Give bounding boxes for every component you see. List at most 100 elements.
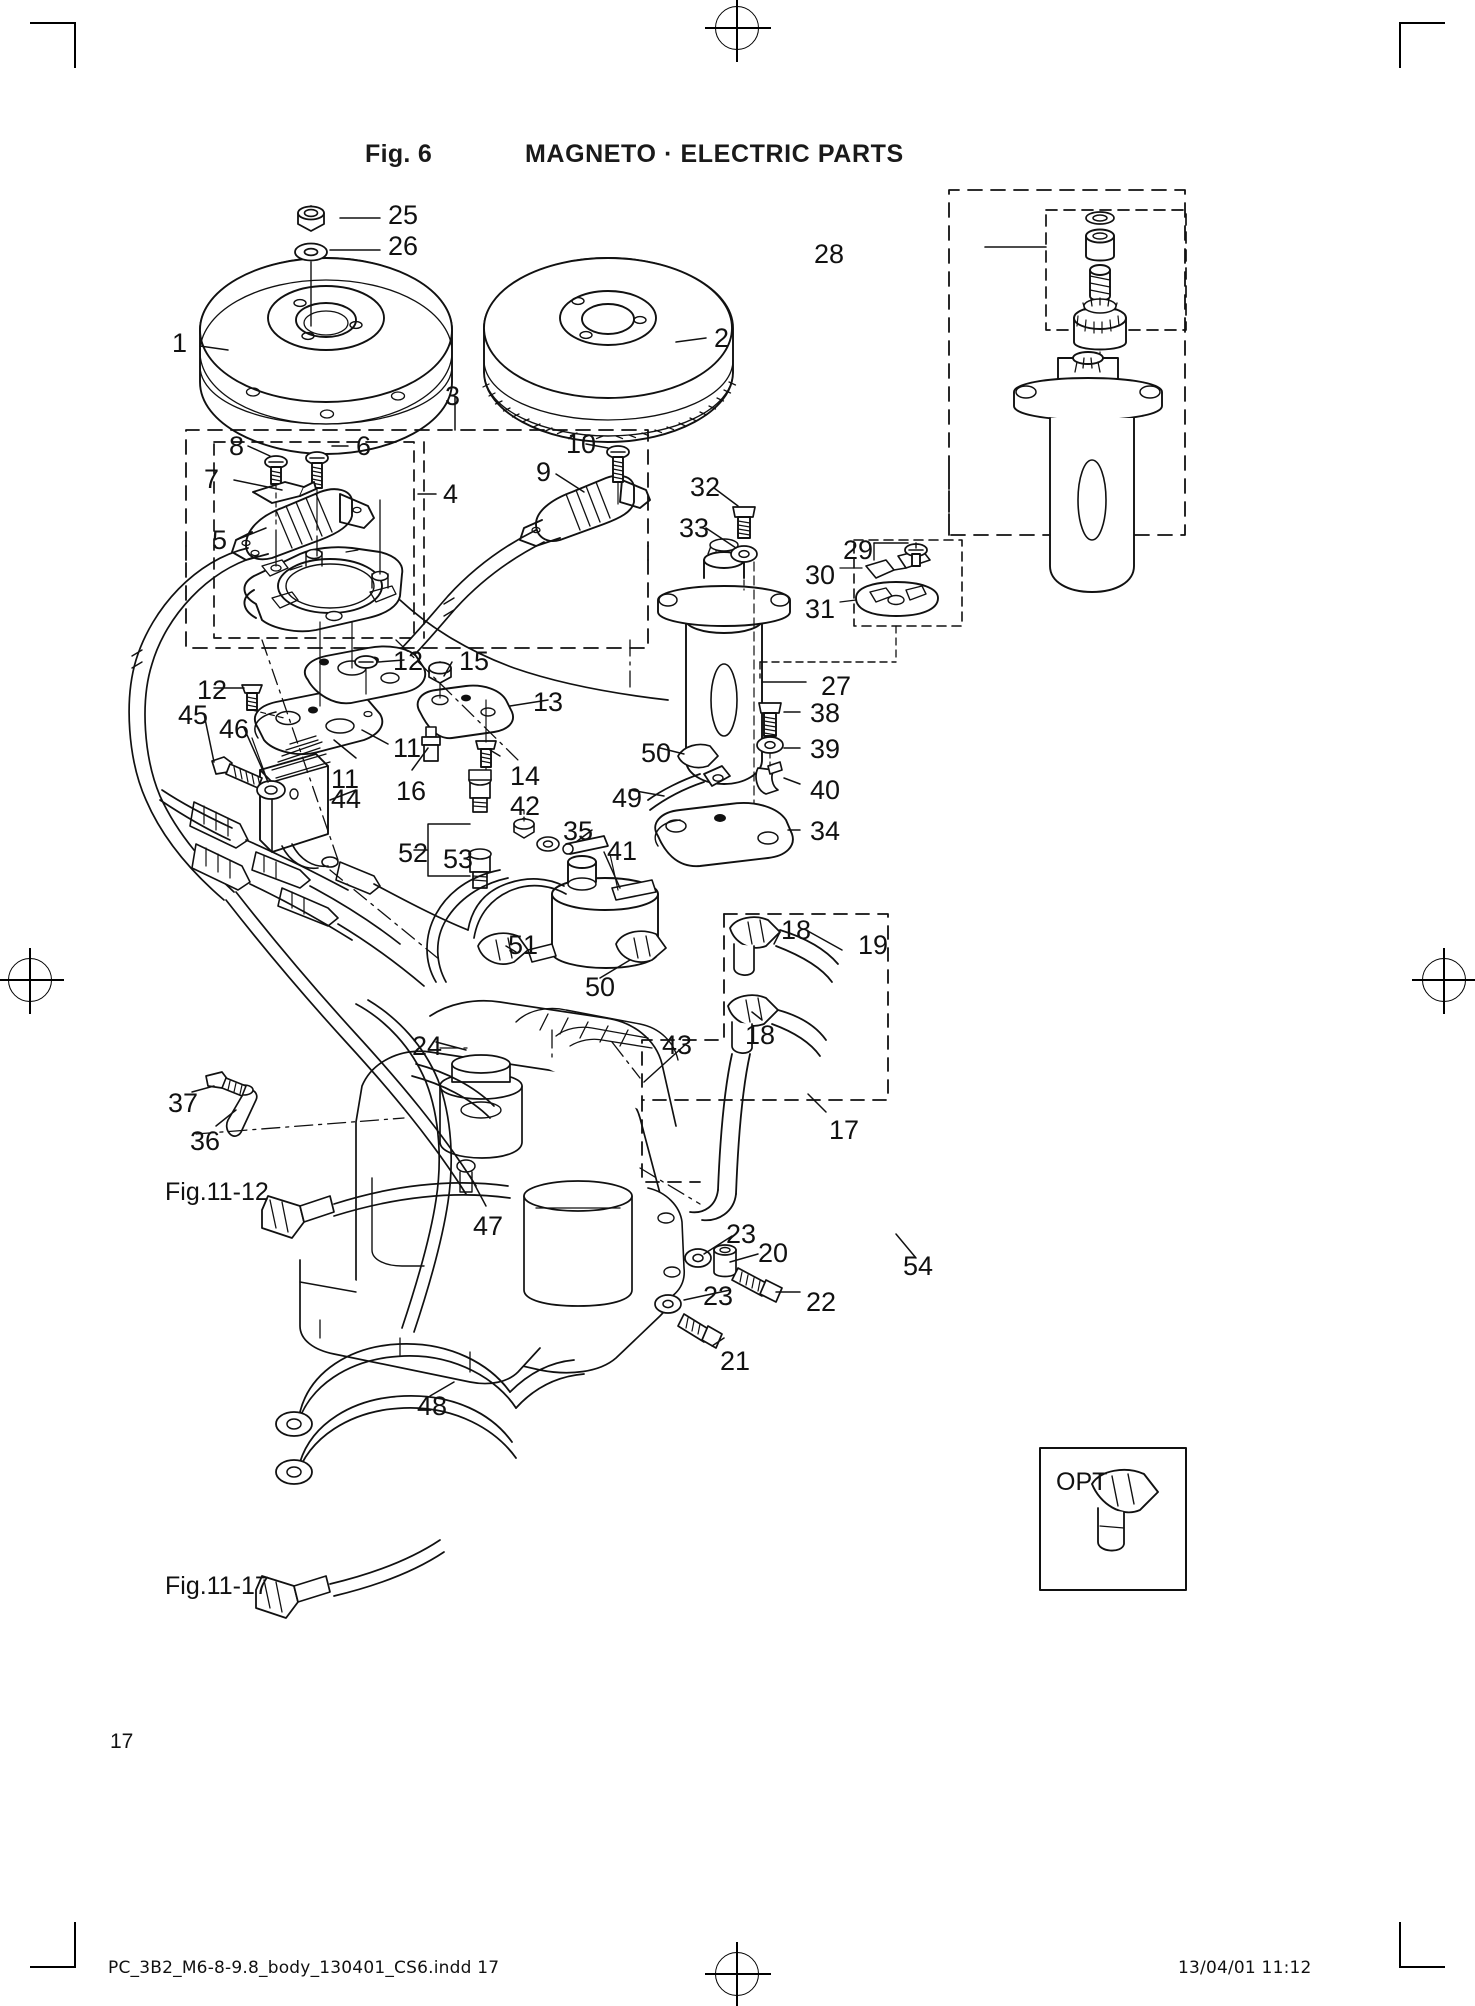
callout-51: 51	[508, 930, 539, 960]
callout-30: 30	[805, 560, 836, 590]
high-tension-leads-19	[689, 929, 839, 1222]
registration-mark-top	[705, 0, 771, 62]
callout-43: 43	[662, 1030, 693, 1060]
crop-mark-bottom-left	[30, 1920, 92, 1982]
plug-cap-18-upper	[729, 916, 781, 976]
callout-46: 46	[219, 714, 250, 744]
callout-leaders	[191, 217, 917, 1397]
bolt-22	[731, 1267, 783, 1303]
callout-27: 27	[821, 671, 852, 701]
callout-33: 33	[679, 513, 710, 543]
washer-46	[256, 780, 286, 800]
clamp-40	[755, 761, 783, 795]
bolt-37	[205, 1071, 247, 1097]
callout-53: 53	[443, 844, 474, 874]
spark-plug-53-upper	[468, 769, 492, 813]
plug-cap-right	[615, 930, 667, 963]
figure-title: MAGNETO · ELECTRIC PARTS	[525, 140, 904, 168]
battery-cable-49	[647, 765, 731, 811]
footer-filename: PC_3B2_M6-8-9.8_body_130401_CS6.indd 17	[108, 1958, 500, 1978]
group-box-17	[641, 913, 889, 1183]
coil-plate-11-lower	[253, 691, 384, 756]
callout-13: 13	[533, 687, 564, 717]
callout-23: 23	[726, 1219, 757, 1249]
washer-33	[730, 545, 758, 563]
nut-15	[428, 661, 452, 684]
starter-motor-27	[657, 538, 791, 785]
screw-12-left	[241, 684, 263, 711]
callout-50: 50	[585, 972, 616, 1002]
washer-42b	[536, 836, 560, 852]
callout-10: 10	[566, 429, 597, 459]
callout-19: 19	[858, 930, 889, 960]
callout-41: 41	[607, 836, 638, 866]
screw-8	[264, 455, 288, 485]
callout-49: 49	[612, 783, 643, 813]
callout-32: 32	[690, 472, 721, 502]
callout-25: 25	[388, 200, 419, 230]
plug-cap-51	[477, 932, 557, 965]
callout-1: 1	[172, 328, 188, 358]
callout-23: 23	[703, 1281, 734, 1311]
footer-timestamp: 13/04/01 11:12	[1178, 1958, 1312, 1978]
nut-42	[513, 817, 535, 839]
alignment-chain-lines	[261, 639, 631, 961]
callout-7: 7	[204, 464, 220, 494]
crop-mark-bottom-right	[1383, 1920, 1445, 1982]
ground-cable-48	[275, 1343, 585, 1485]
callout-22: 22	[806, 1287, 837, 1317]
ring-gear-teeth	[482, 381, 737, 440]
center-chain-lines	[195, 1029, 701, 1205]
connector-fig-11-17	[255, 1575, 331, 1619]
pin-35	[562, 835, 609, 855]
callout-35: 35	[563, 816, 594, 846]
callout-29: 29	[843, 535, 874, 565]
callout-47: 47	[473, 1211, 504, 1241]
harness-long-run	[225, 891, 495, 1333]
callout-37: 37	[168, 1088, 199, 1118]
registration-mark-bottom	[705, 1942, 771, 2006]
screw-29	[904, 543, 928, 567]
callout-38: 38	[810, 698, 841, 728]
callout-9: 9	[536, 457, 552, 487]
crop-mark-top-left	[30, 22, 92, 84]
callout-3: 3	[445, 381, 461, 411]
callout-28: 28	[814, 239, 845, 269]
flywheel-rotor-2	[482, 257, 737, 443]
callout-12: 12	[197, 675, 228, 705]
opt-box	[1039, 1447, 1187, 1591]
bolt-45	[211, 756, 263, 789]
screw-10	[606, 445, 630, 483]
callout-44: 44	[331, 784, 362, 814]
flywheel-nut-25	[297, 205, 325, 232]
flywheel-rotor-1	[199, 257, 453, 455]
plug-lead-wires	[426, 869, 567, 983]
starter-motor-body-upper	[1013, 351, 1163, 593]
callout-4: 4	[443, 479, 459, 509]
starter-bracket-34	[654, 802, 794, 867]
crop-mark-top-right	[1383, 22, 1445, 84]
callout-15: 15	[459, 646, 490, 676]
group-box-29	[853, 539, 963, 627]
ignition-coil-unit-41	[551, 855, 659, 969]
registration-mark-right	[1412, 948, 1475, 1014]
fig-ref-11-12: Fig.11-12	[165, 1178, 269, 1206]
callout-24: 24	[412, 1031, 443, 1061]
callout-14: 14	[510, 761, 541, 791]
bolt-32	[732, 506, 756, 539]
washer-23-lower	[654, 1294, 682, 1314]
cable-clamp-50-upper	[677, 743, 719, 769]
callout-52: 52	[398, 838, 429, 868]
magneto-base-plate	[243, 546, 404, 633]
group-box-3	[185, 429, 649, 649]
callout-8: 8	[229, 431, 245, 461]
callout-5: 5	[212, 525, 228, 555]
callout-11: 11	[331, 764, 360, 794]
callout-6: 6	[356, 431, 372, 461]
callout-39: 39	[810, 734, 841, 764]
connector-fig-11-12	[261, 1195, 335, 1239]
figure-number: Fig. 6	[365, 140, 433, 168]
engine-block	[299, 999, 685, 1385]
